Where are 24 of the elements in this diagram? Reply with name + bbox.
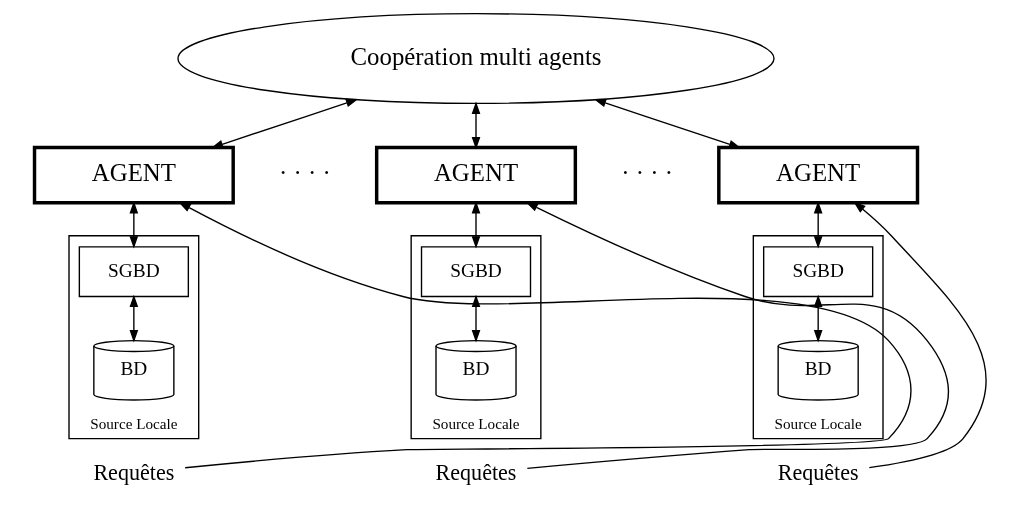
- node-box: SGBD: [78, 246, 189, 298]
- arrow: [852, 201, 987, 469]
- node-box: SGBD: [762, 246, 873, 298]
- arrow: [129, 294, 138, 343]
- node-text: Requêtes: [92, 459, 174, 485]
- arrow: [129, 201, 138, 249]
- label: · · · ·: [278, 159, 331, 187]
- arrow: [471, 201, 480, 249]
- arrow: [177, 201, 912, 469]
- node-text: Requêtes: [435, 459, 516, 485]
- node-box: AGENT: [374, 145, 577, 205]
- arrow: [471, 294, 480, 343]
- node-box: AGENT: [32, 145, 235, 205]
- node-box: SGBD: [420, 246, 531, 298]
- arrow: [593, 98, 741, 149]
- arrow: [525, 201, 949, 469]
- arrow: [813, 201, 822, 249]
- node-box: AGENT: [716, 145, 919, 205]
- arrow: [210, 98, 358, 149]
- node-text: Requêtes: [777, 459, 859, 485]
- arrow: [813, 294, 822, 343]
- node-ellipse: Coopération multi agents: [176, 13, 775, 105]
- arrow: [471, 101, 480, 150]
- label: · · · ·: [620, 159, 673, 187]
